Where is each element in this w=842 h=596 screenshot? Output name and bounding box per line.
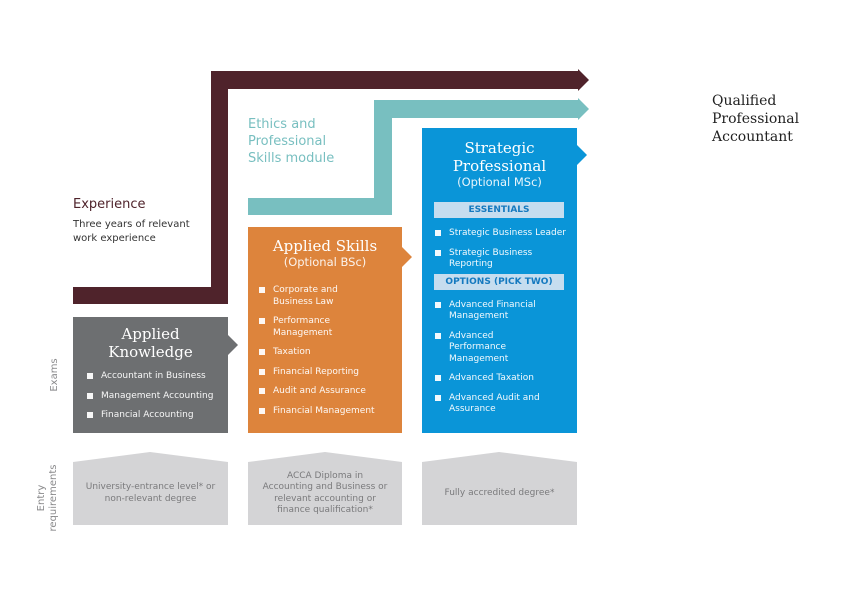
entry-box-2 <box>248 452 402 525</box>
strategic-subtitle: (Optional MSc) <box>457 175 542 189</box>
exam-item: Taxation <box>259 347 379 359</box>
ethics-arrow <box>248 98 589 215</box>
exam-item: Advanced Taxation <box>435 373 550 385</box>
essentials-list: Strategic Business Leader Strategic Busi… <box>435 228 570 271</box>
options-list: Advanced Financial Management Advanced P… <box>435 300 550 416</box>
goal-title: Qualified Professional Accountant <box>712 93 800 145</box>
exam-item: Audit and Assurance <box>259 386 379 398</box>
exam-item: Financial Reporting <box>259 367 379 379</box>
exam-item: Corporate and Business Law <box>259 285 379 308</box>
experience-title: Experience <box>73 197 146 212</box>
applied-skills-title: Applied Skills <box>272 237 378 255</box>
ethics-title: Ethics and Professional Skills module <box>248 117 335 166</box>
exam-item: Advanced Performance Management <box>435 331 550 366</box>
applied-skills-list: Corporate and Business Law Performance M… <box>259 285 379 417</box>
experience-description: Three years of relevant work experience <box>73 219 190 244</box>
exam-item: Strategic Business Reporting <box>435 248 544 271</box>
strategic-professional: Strategic Professional (Optional MSc) ES… <box>422 139 577 424</box>
entry-requirement-3: Fully accredited degree* <box>444 487 555 498</box>
applied-skills: Applied Skills (Optional BSc) Corporate … <box>248 237 402 425</box>
applied-skills-subtitle: (Optional BSc) <box>283 255 367 269</box>
exam-item: Performance Management <box>259 316 379 339</box>
applied-knowledge-list: Accountant in Business Management Accoun… <box>87 371 228 422</box>
applied-knowledge: Applied Knowledge Accountant in Business… <box>73 325 228 430</box>
strategic-title: Strategic Professional <box>452 139 547 175</box>
entry-requirement-2: ACCA Diploma in Accounting and Business … <box>262 470 388 516</box>
exam-item: Strategic Business Leader <box>435 228 570 240</box>
applied-skills-box <box>248 227 412 433</box>
applied-knowledge-title: Applied Knowledge <box>108 325 193 361</box>
exam-item: Management Accounting <box>87 391 228 403</box>
exam-item: Financial Accounting <box>87 410 228 422</box>
entry-requirement-1: University-entrance level* or non-releva… <box>85 482 216 504</box>
exam-item: Financial Management <box>259 406 379 418</box>
entry-row-label: Entry requirements <box>36 464 59 532</box>
essentials-header: ESSENTIALS <box>434 202 564 218</box>
experience-label: Experience Three years of relevant work … <box>73 197 203 246</box>
exam-item: Accountant in Business <box>87 371 228 383</box>
exam-item: Advanced Financial Management <box>435 300 550 323</box>
entry-box-3 <box>422 452 577 525</box>
exam-item: Advanced Audit and Assurance <box>435 393 550 416</box>
options-header: OPTIONS (PICK TWO) <box>434 273 564 290</box>
exams-row-label: Exams <box>49 358 60 392</box>
entry-box-1 <box>73 452 228 525</box>
applied-knowledge-box <box>73 317 238 433</box>
